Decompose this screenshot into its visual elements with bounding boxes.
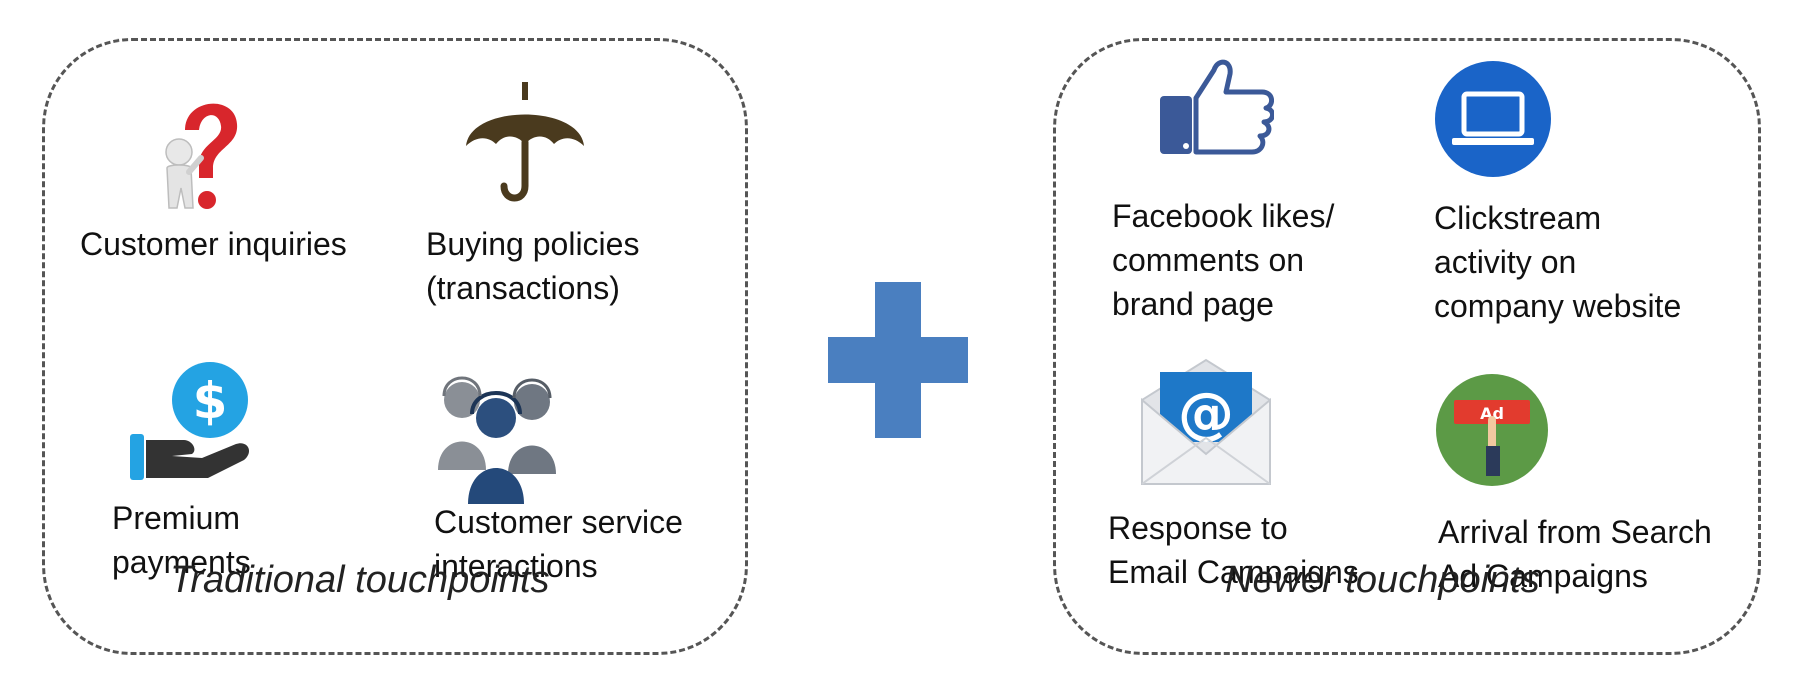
call-center-icon [436,370,564,504]
label-buying-policies: Buying policies (transactions) [426,226,640,306]
label-search-ad: Arrival from Search Ad Campaigns [1438,514,1712,594]
newer-touchpoints-group [1053,38,1761,655]
label-clickstream: Clickstream activity on company website [1434,200,1682,324]
umbrella-icon [462,82,588,206]
svg-text:Ad: Ad [1480,404,1504,423]
svg-text:$: $ [193,372,228,430]
caption-traditional-touchpoints: Traditional touchpoints [170,559,550,601]
ad-click-icon: Ad [1436,370,1548,488]
label-customer-service: Customer service interactions [434,504,683,584]
svg-text:@: @ [1178,381,1234,446]
question-person-icon [155,88,251,216]
caption-newer-touchpoints: Newer touchpoints [1225,559,1540,601]
label-customer-inquiries: Customer inquiries [80,226,347,262]
plus-icon [828,282,968,438]
thumbs-up-icon [1158,56,1274,156]
laptop-cursor-icon [1434,60,1552,178]
label-facebook-likes: Facebook likes/ comments on brand page [1112,198,1335,322]
label-premium-payments: Premium payments [112,500,251,580]
label-email-response: Response to Email Campaigns [1108,510,1359,590]
email-envelope-icon: @ [1138,358,1274,488]
dollar-hand-icon: $ [128,360,256,488]
traditional-touchpoints-group [42,38,748,655]
